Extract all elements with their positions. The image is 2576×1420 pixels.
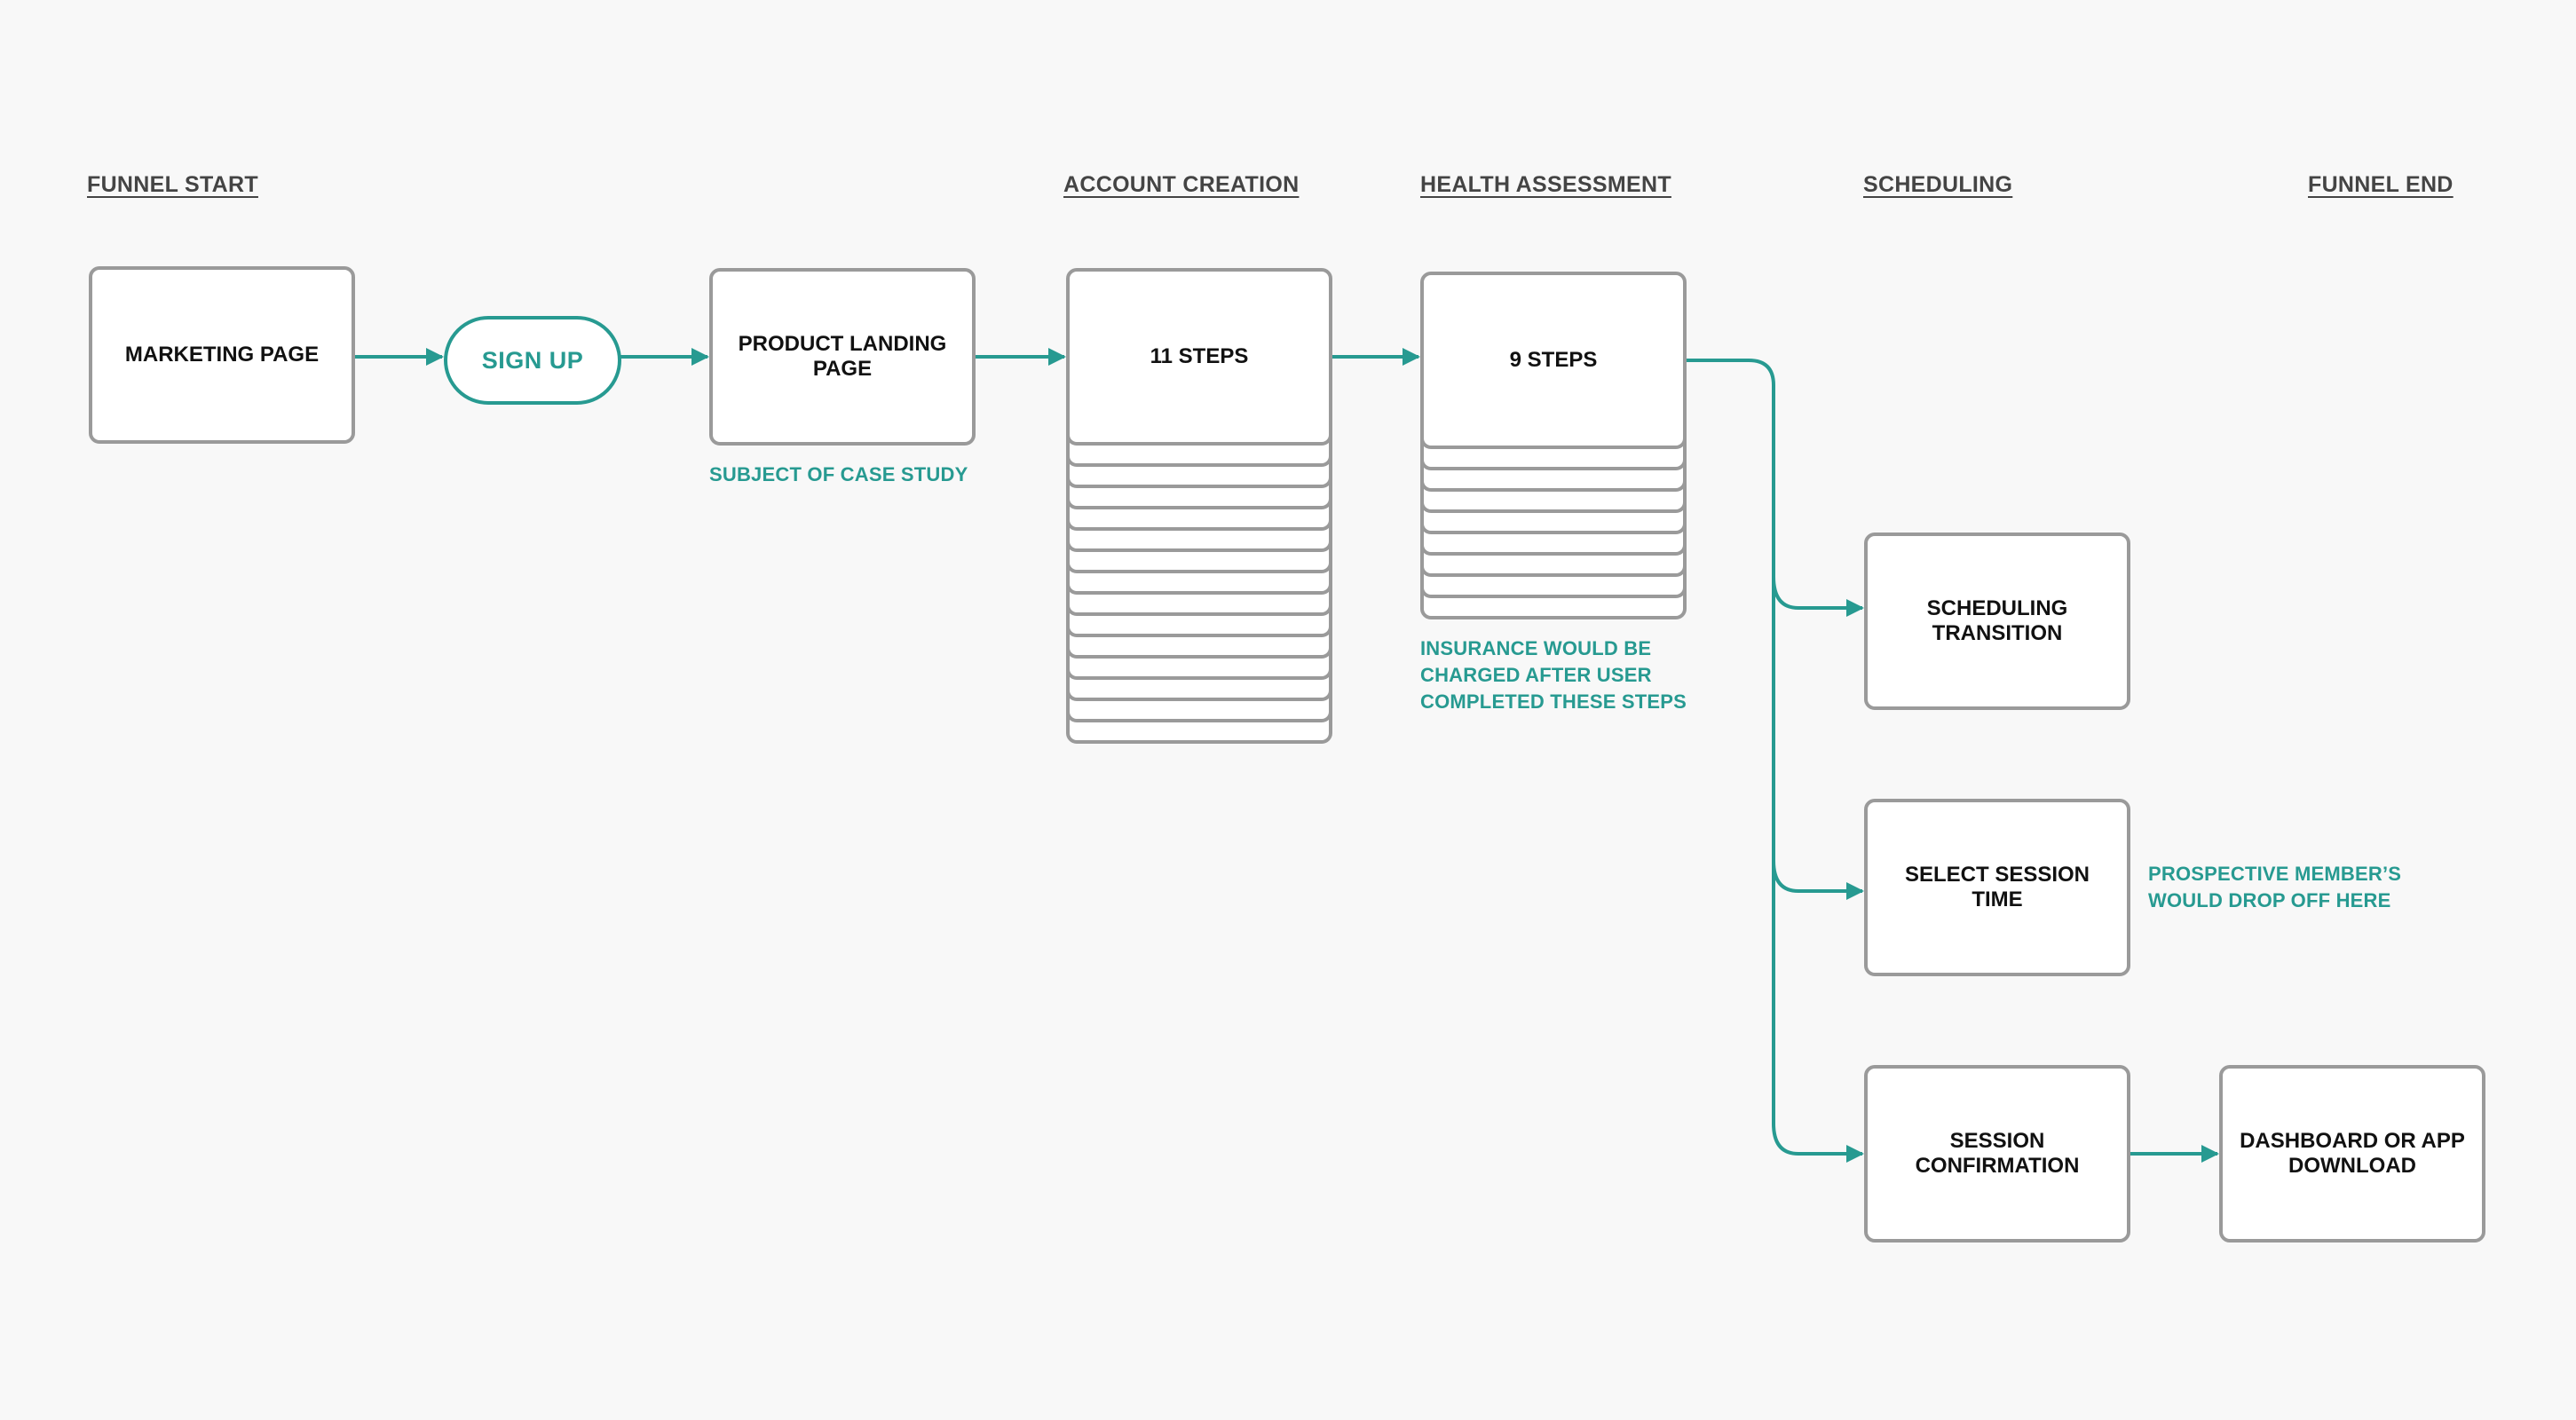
heading-funnel-start: FUNNEL START	[87, 172, 258, 197]
node-product-landing-page: PRODUCT LANDING PAGE	[709, 268, 976, 446]
note-insurance: INSURANCE WOULD BE CHARGED AFTER USER CO…	[1420, 635, 1687, 715]
note-line: SUBJECT OF CASE STUDY	[709, 463, 968, 485]
heading-health-assessment: HEALTH ASSESSMENT	[1420, 172, 1671, 197]
node-select-session-time: SELECT SESSION TIME	[1864, 799, 2130, 976]
node-label-line: SCHEDULING	[1926, 596, 2068, 620]
heading-account-creation: ACCOUNT CREATION	[1063, 172, 1300, 197]
node-label-line: TIME	[1972, 888, 2023, 911]
node-scheduling-transition: SCHEDULING TRANSITION	[1864, 532, 2130, 710]
node-label: MARKETING PAGE	[124, 343, 320, 367]
node-label: 9 STEPS	[1509, 348, 1598, 372]
heading-scheduling: SCHEDULING	[1863, 172, 2013, 197]
note-line: CHARGED AFTER USER	[1420, 664, 1652, 686]
branch-to-select-session-time	[1772, 860, 1864, 900]
node-label-line: TRANSITION	[1932, 621, 2063, 645]
node-session-confirmation: SESSION CONFIRMATION	[1864, 1065, 2130, 1242]
node-dashboard-or-app-download: DASHBOARD OR APP DOWNLOAD	[2219, 1065, 2485, 1242]
heading-funnel-end: FUNNEL END	[2308, 172, 2454, 197]
note-line: WOULD DROP OFF HERE	[2148, 889, 2391, 911]
node-account-creation-steps: 11 STEPS	[1066, 268, 1332, 446]
node-label-line: DASHBOARD OR APP	[2240, 1129, 2465, 1153]
node-label-line: CONFIRMATION	[1915, 1154, 2080, 1178]
note-drop-off: PROSPECTIVE MEMBER’S WOULD DROP OFF HERE	[2148, 861, 2401, 914]
node-label-line: PAGE	[812, 357, 873, 381]
node-sign-up: SIGN UP	[444, 316, 621, 405]
node-label-line: SELECT SESSION	[1904, 863, 2090, 887]
node-label-line: PRODUCT LANDING	[738, 332, 947, 356]
note-subject-of-case-study: SUBJECT OF CASE STUDY	[709, 462, 968, 488]
node-label: 11 STEPS	[1150, 344, 1249, 368]
node-marketing-page: MARKETING PAGE	[89, 266, 355, 444]
node-label: SIGN UP	[481, 346, 584, 374]
branch-to-scheduling-transition	[1772, 576, 1864, 617]
node-health-assessment-steps: 9 STEPS	[1420, 272, 1687, 449]
node-label-line: SESSION	[1949, 1129, 2045, 1153]
note-line: PROSPECTIVE MEMBER’S	[2148, 863, 2402, 885]
node-label-line: DOWNLOAD	[2288, 1154, 2416, 1178]
branch-trunk	[1687, 359, 1864, 1163]
note-line: INSURANCE WOULD BE	[1420, 637, 1652, 659]
note-line: COMPLETED THESE STEPS	[1420, 690, 1687, 713]
